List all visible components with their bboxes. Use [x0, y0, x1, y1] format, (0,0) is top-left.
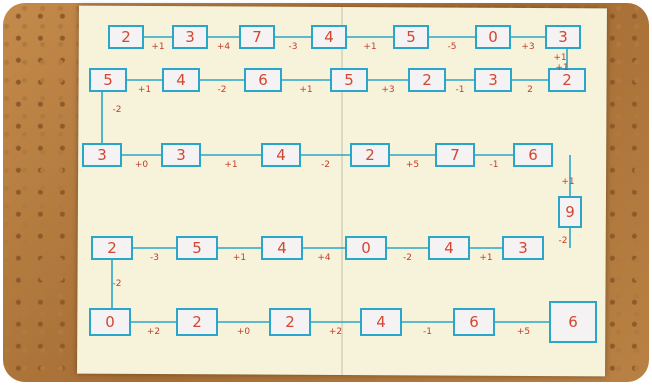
number-box-label: 9: [565, 203, 575, 221]
number-box-label: 2: [285, 313, 295, 331]
step-label: -3: [150, 253, 159, 263]
number-box: 4: [361, 309, 401, 335]
number-box: 2: [109, 26, 143, 48]
number-box-label: 5: [344, 71, 354, 89]
number-box: 4: [429, 237, 469, 259]
number-box: 9: [559, 197, 581, 227]
step-label: 2: [527, 85, 533, 95]
number-box: 3: [503, 237, 543, 259]
number-box-label: 0: [361, 239, 371, 257]
step-label: +2: [329, 327, 342, 337]
step-label: -1: [490, 160, 499, 170]
step-label: +1: [479, 253, 492, 263]
number-box: 5: [90, 69, 126, 91]
step-label: +4: [317, 253, 331, 263]
side-step-label: +1: [553, 53, 566, 63]
number-box-label: 4: [444, 239, 454, 257]
step-label: +3: [521, 42, 534, 52]
number-box-label: 5: [406, 28, 416, 46]
number-box-label: 2: [192, 313, 202, 331]
number-box-label: 6: [568, 313, 578, 331]
side-step-label: +1: [555, 63, 568, 73]
number-box-label: 5: [103, 71, 113, 89]
number-box-label: 2: [562, 71, 572, 89]
number-box-label: 6: [469, 313, 479, 331]
step-label: -1: [423, 327, 432, 337]
number-box: 6: [550, 302, 596, 342]
step-label: +3: [381, 85, 394, 95]
number-box-label: 6: [528, 146, 538, 164]
step-label: -3: [289, 42, 298, 52]
number-box: 4: [262, 144, 300, 166]
number-box: 0: [90, 309, 130, 335]
number-box: 3: [475, 69, 511, 91]
side-step-label: -2: [113, 105, 122, 115]
step-label: -1: [456, 85, 465, 95]
step-label: +1: [224, 160, 237, 170]
number-box-label: 4: [277, 239, 287, 257]
number-box: 2: [409, 69, 445, 91]
number-box-label: 0: [105, 313, 115, 331]
step-label: -2: [218, 85, 227, 95]
step-label: +0: [135, 160, 149, 170]
number-box: 2: [270, 309, 310, 335]
step-label: -5: [448, 42, 457, 52]
number-box-label: 3: [176, 146, 186, 164]
number-box: 7: [436, 144, 474, 166]
number-box-label: 5: [192, 239, 202, 257]
number-box-label: 3: [97, 146, 107, 164]
number-box-label: 2: [422, 71, 432, 89]
number-box: 5: [331, 69, 367, 91]
side-step-label: -2: [113, 279, 122, 289]
number-box: 0: [476, 26, 510, 48]
number-box-label: 2: [365, 146, 375, 164]
number-box: 5: [394, 26, 428, 48]
number-box-label: 2: [121, 28, 131, 46]
number-box: 5: [177, 237, 217, 259]
number-box: 7: [240, 26, 274, 48]
number-box: 3: [173, 26, 207, 48]
side-step-label: -2: [559, 236, 568, 246]
number-box: 6: [514, 144, 552, 166]
number-box-label: 7: [450, 146, 460, 164]
number-box: 3: [546, 26, 580, 48]
number-box: 4: [262, 237, 302, 259]
step-label: -2: [403, 253, 412, 263]
step-label: +5: [406, 160, 419, 170]
step-label: +2: [147, 327, 160, 337]
number-box: 0: [346, 237, 386, 259]
number-box-label: 2: [107, 239, 117, 257]
side-step-label: +1: [561, 177, 574, 187]
step-label: +4: [217, 42, 231, 52]
number-box: 2: [351, 144, 389, 166]
number-box-label: 3: [558, 28, 568, 46]
number-box-label: 3: [518, 239, 528, 257]
number-box: 3: [83, 144, 121, 166]
step-label: +1: [299, 85, 312, 95]
number-box: 2: [177, 309, 217, 335]
step-label: +1: [363, 42, 376, 52]
number-box-label: 4: [324, 28, 334, 46]
step-label: +0: [237, 327, 251, 337]
number-box: 4: [163, 69, 199, 91]
number-box-label: 4: [176, 71, 186, 89]
step-label: -2: [321, 160, 330, 170]
step-label: +1: [138, 85, 151, 95]
number-box: 3: [162, 144, 200, 166]
number-box-label: 7: [252, 28, 262, 46]
number-box: 6: [454, 309, 494, 335]
number-box-label: 6: [258, 71, 268, 89]
step-label: +1: [233, 253, 246, 263]
number-box: 2: [92, 237, 132, 259]
step-label: +5: [517, 327, 530, 337]
number-box-label: 4: [376, 313, 386, 331]
step-label: +1: [151, 42, 164, 52]
number-box-label: 0: [488, 28, 498, 46]
number-box-label: 3: [488, 71, 498, 89]
number-box-label: 4: [276, 146, 286, 164]
number-box: 4: [312, 26, 346, 48]
number-box: 6: [245, 69, 281, 91]
number-box-label: 3: [185, 28, 195, 46]
